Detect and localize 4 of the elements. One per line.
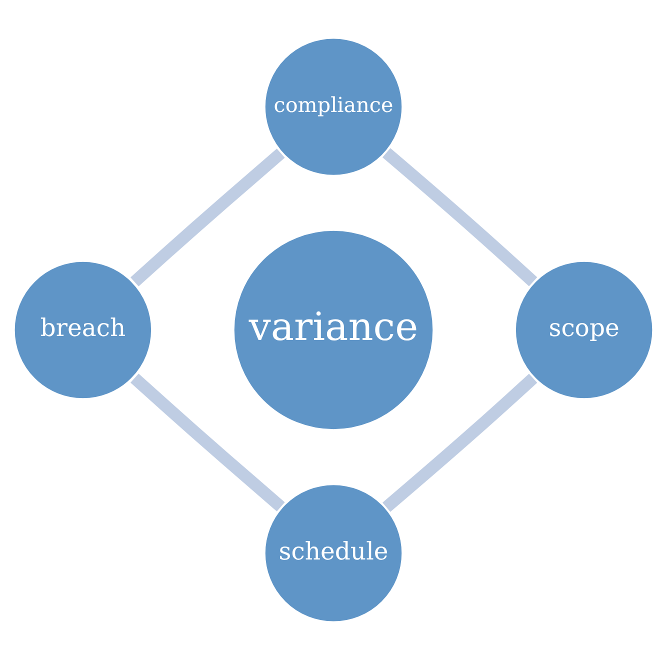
connector — [382, 373, 538, 512]
connector — [130, 373, 285, 511]
connector — [382, 148, 538, 286]
connector — [130, 148, 285, 286]
